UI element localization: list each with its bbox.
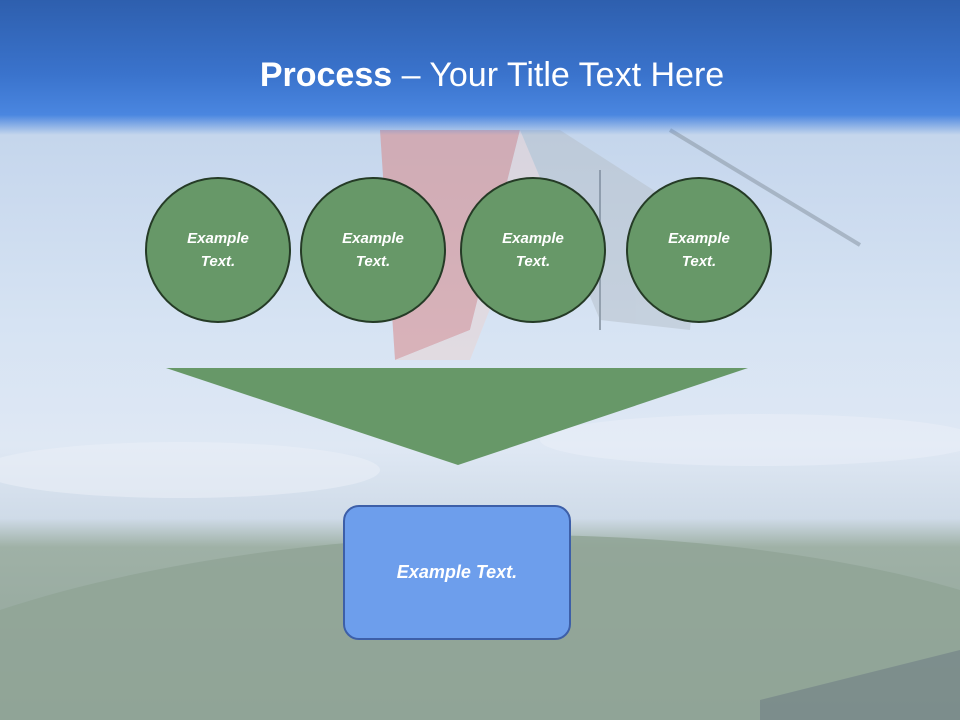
circle-label-line1: Example	[502, 230, 564, 247]
circle-label-line2: Text.	[200, 253, 236, 270]
title-bold: Process	[259, 56, 393, 94]
circle-label-line1: Example	[668, 230, 730, 247]
funnel-triangle	[166, 368, 748, 465]
circle-label-line2: Text.	[355, 253, 391, 270]
slide-title: Process – Your Title Text Here	[0, 52, 960, 98]
title-bar	[0, 0, 960, 135]
title-rest: – Your Title Text Here	[392, 56, 725, 94]
result-box-label: Example Text.	[396, 562, 518, 582]
circle-label-line2: Text.	[515, 253, 551, 270]
circle-label-line1: Example	[187, 230, 249, 247]
result-box: Example Text.	[343, 505, 571, 640]
circle-label-line1: Example	[342, 230, 404, 247]
circle-label-line2: Text.	[681, 253, 717, 270]
